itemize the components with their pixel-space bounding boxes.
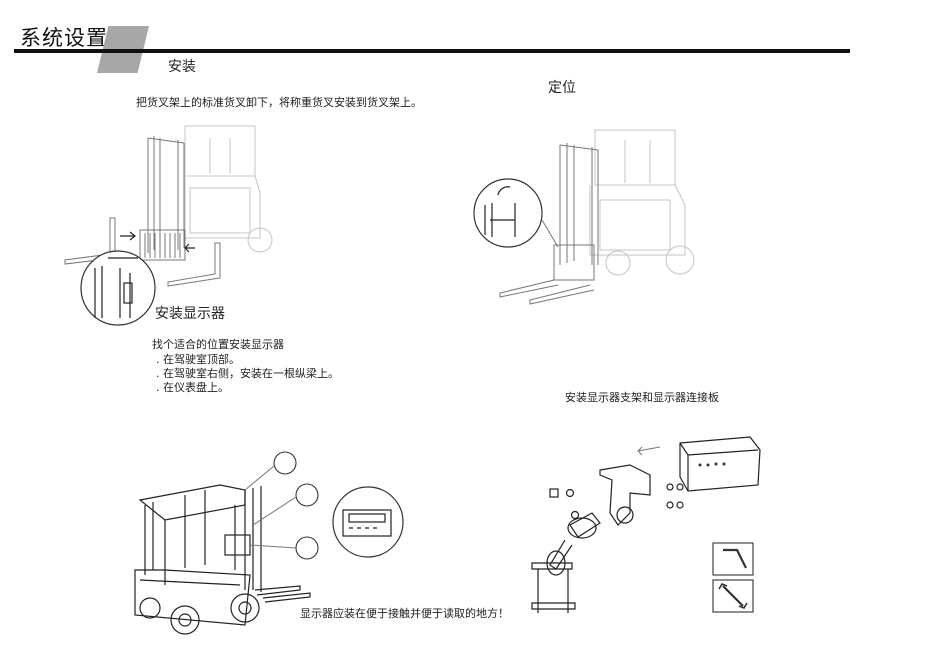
display-option-3: . 在仪表盘上。 [156, 380, 229, 395]
wrench-icon [713, 580, 753, 612]
display-location-note: 显示器应装在便于接触并便于读取的地方！ [300, 606, 509, 621]
forklift-positioning-figure [470, 125, 710, 315]
page-header-title: 系统设置 [20, 22, 108, 52]
hex-key-icon [713, 543, 753, 575]
display-option-1: . 在驾驶室顶部。 [156, 352, 240, 367]
position-section-title: 定位 [548, 77, 576, 97]
install-instruction: 把货叉架上的标准货叉卸下，将称重货叉安装到货叉架上。 [136, 95, 422, 110]
display-install-intro: 找个适合的位置安装显示器 [152, 337, 284, 352]
display-install-title: 安装显示器 [155, 303, 225, 323]
display-option-2: . 在驾驶室右侧，安装在一根纵梁上。 [156, 366, 339, 381]
header-rule [14, 49, 850, 53]
bracket-caption: 安装显示器支架和显示器连接板 [565, 390, 719, 405]
install-section-title: 安装 [168, 56, 196, 76]
forklift-fork-install-figure [60, 118, 290, 328]
